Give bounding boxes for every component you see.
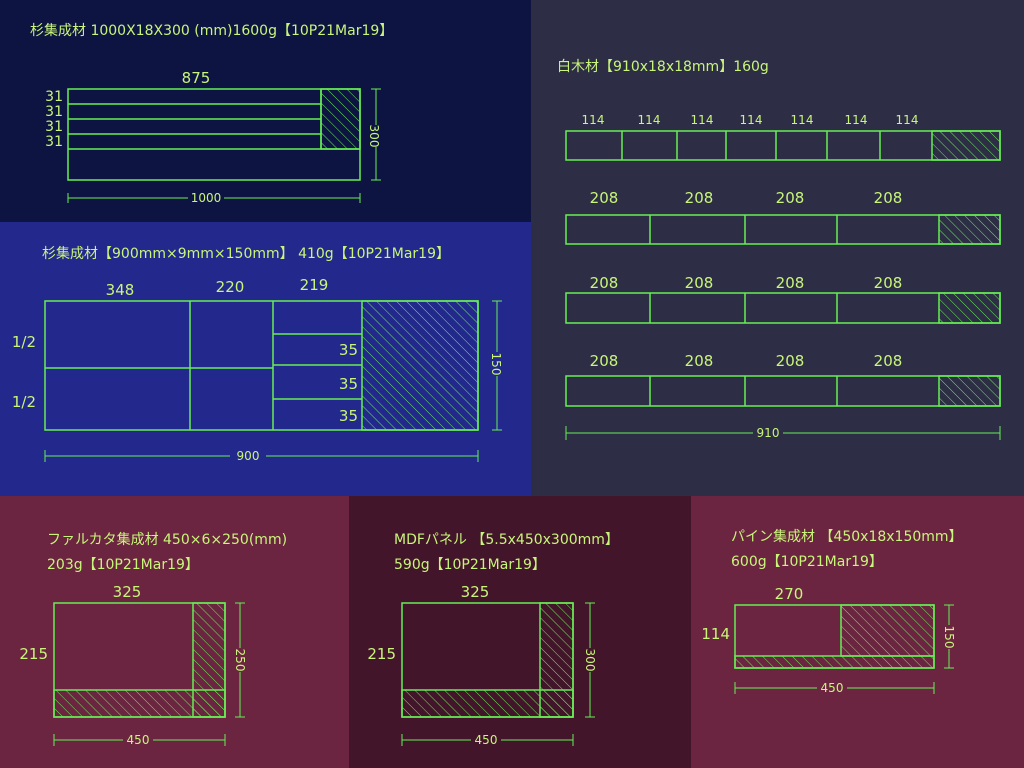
panel-subtitle: 203g【10P21Mar19】 [47, 557, 199, 573]
scrap-area [401, 689, 574, 718]
strip-label: 35 [339, 375, 358, 393]
scrap-area [938, 214, 1001, 245]
height-dim: 300 [367, 125, 381, 148]
scrap-area [938, 375, 1001, 407]
panel-sugi-900: 杉集成材【900mm×9mm×150mm】 410g【10P21Mar19】 3… [0, 222, 531, 496]
panel-pine: パイン集成材 【450x18x150mm】 600g【10P21Mar19】 2… [691, 496, 1024, 768]
width-label: 325 [461, 583, 490, 601]
total-dim: 900 [237, 449, 260, 463]
panel-title: 杉集成材【900mm×9mm×150mm】 410g【10P21Mar19】 [42, 246, 450, 262]
panel-title: 杉集成材 1000X18X300 (mm)1600g【10P21Mar19】 [30, 23, 394, 39]
segment-label: 114 [638, 113, 661, 127]
height-label: 215 [367, 645, 396, 663]
segment-label: 114 [691, 113, 714, 127]
col-label: 220 [216, 278, 245, 296]
height-label: 215 [19, 645, 48, 663]
panel-mdf: MDFパネル 【5.5x450x300mm】 590g【10P21Mar19】 … [349, 496, 691, 768]
panel-subtitle: 590g【10P21Mar19】 [394, 557, 546, 573]
total-dim: 1000 [191, 191, 222, 205]
total-dim: 450 [821, 681, 844, 695]
segment-label: 208 [874, 352, 903, 370]
height-dim: 300 [583, 649, 597, 672]
total-dim: 910 [757, 426, 780, 440]
width-label: 325 [113, 583, 142, 601]
segment-label: 114 [896, 113, 919, 127]
height-dim: 150 [489, 353, 503, 376]
panel-title: ファルカタ集成材 450×6×250(mm) [47, 532, 288, 548]
half-label: 1/2 [12, 393, 36, 411]
height-dim: 250 [233, 649, 247, 672]
height-dim: 150 [942, 626, 956, 649]
bar-outline [565, 375, 1001, 407]
total-dim: 450 [475, 733, 498, 747]
row-label: 31 [45, 134, 63, 150]
width-label: 270 [775, 585, 804, 603]
scrap-area [938, 292, 1001, 324]
half-label: 1/2 [12, 333, 36, 351]
panel-title: パイン集成材 【450x18x150mm】 [731, 529, 963, 545]
segment-label: 208 [776, 352, 805, 370]
bar-outline [565, 214, 1001, 245]
col-label: 348 [106, 281, 135, 299]
panel-falcata: ファルカタ集成材 450×6×250(mm) 203g【10P21Mar19】 … [0, 496, 349, 768]
row-label: 31 [45, 104, 63, 120]
cut-diagram-shiraki-910: 114 114 114 114 114 114 114 208 208 208 … [565, 113, 1001, 440]
cut-diagram-sugi-1000: 875 31 31 31 31 300 1000 [45, 69, 383, 205]
scrap-area [361, 300, 479, 431]
segment-label: 208 [874, 274, 903, 292]
row-label: 31 [45, 119, 63, 135]
segment-label: 208 [685, 274, 714, 292]
height-label: 114 [701, 625, 730, 643]
total-dim: 450 [127, 733, 150, 747]
width-label: 875 [182, 69, 211, 87]
panel-subtitle: 600g【10P21Mar19】 [731, 554, 883, 570]
segment-label: 208 [685, 189, 714, 207]
strip-label: 35 [339, 407, 358, 425]
segment-label: 114 [791, 113, 814, 127]
segment-label: 208 [590, 274, 619, 292]
segment-label: 114 [740, 113, 763, 127]
scrap-area [734, 655, 935, 669]
panel-sugi-1000: 杉集成材 1000X18X300 (mm)1600g【10P21Mar19】 8… [0, 0, 531, 222]
cut-diagram-pine: 270 114 150 450 [701, 585, 956, 695]
segment-label: 208 [590, 189, 619, 207]
segment-label: 208 [776, 274, 805, 292]
segment-label: 208 [776, 189, 805, 207]
segment-label: 208 [874, 189, 903, 207]
segment-label: 114 [845, 113, 868, 127]
panel-shiraki-910: 白木材【910x18x18mm】160g 114 114 114 114 114… [531, 0, 1024, 496]
col-label: 219 [300, 276, 329, 294]
panel-title: 白木材【910x18x18mm】160g [557, 59, 769, 75]
strip-label: 35 [339, 341, 358, 359]
scrap-area [53, 689, 226, 718]
segment-label: 208 [685, 352, 714, 370]
row-label: 31 [45, 89, 63, 105]
scrap-area [840, 604, 935, 657]
bar-outline [565, 292, 1001, 324]
cut-diagram-sugi-900: 348 220 219 1/2 1/2 35 35 35 150 900 [12, 276, 504, 463]
scrap-area [320, 88, 361, 150]
scrap-area [931, 130, 1001, 161]
segment-label: 114 [582, 113, 605, 127]
cut-diagram-mdf: 325 215 300 450 [367, 583, 597, 747]
panel-title: MDFパネル 【5.5x450x300mm】 [394, 532, 619, 548]
segment-label: 208 [590, 352, 619, 370]
cut-diagram-falcata: 325 215 250 450 [19, 583, 247, 747]
